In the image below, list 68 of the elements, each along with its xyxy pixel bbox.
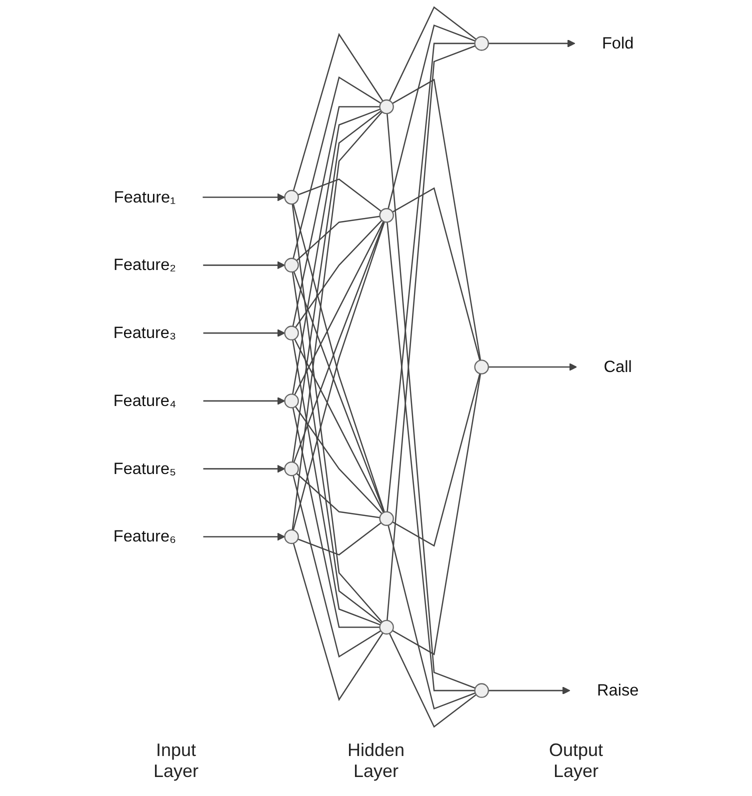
arrow: [488, 363, 577, 371]
connector: [388, 6, 477, 101]
connector: [294, 406, 382, 514]
layer-label: Output Layer: [548, 740, 604, 782]
node-circle: [284, 190, 299, 205]
connector: [294, 221, 384, 396]
connector: [392, 373, 480, 547]
connector: [292, 475, 382, 658]
connector: [294, 338, 384, 513]
connector: [386, 114, 476, 689]
connector: [292, 111, 383, 530]
arrow: [203, 329, 286, 338]
arrow: [202, 193, 286, 202]
connector: [386, 42, 475, 512]
node-text: Feature₄: [113, 391, 176, 410]
node-text: Feature₅: [113, 459, 176, 478]
node-circle: [379, 511, 394, 526]
connector: [392, 187, 480, 361]
connector: [293, 222, 385, 463]
arrow: [203, 261, 286, 270]
layer-label: Input Layer: [152, 740, 200, 782]
node-text: Feature₁: [114, 188, 176, 206]
connector: [292, 32, 384, 191]
connector: [294, 220, 382, 328]
node-text: Feature₆: [113, 527, 176, 546]
node-text: Feature₃: [113, 324, 176, 342]
connector: [292, 106, 380, 327]
connector: [292, 76, 382, 259]
connector: [386, 45, 476, 620]
connector: [392, 78, 482, 360]
connector: [293, 271, 385, 512]
node-circle: [379, 208, 394, 223]
arrow: [203, 464, 286, 473]
connector: [298, 178, 382, 212]
connector: [292, 272, 382, 624]
node-circle: [474, 683, 489, 698]
node-circle: [284, 394, 299, 408]
arrow: [488, 39, 576, 48]
node-text: Call: [604, 357, 632, 376]
node-text: Feature₂: [114, 256, 176, 274]
connector: [292, 407, 380, 628]
connector: [296, 216, 380, 262]
connector: [392, 374, 482, 656]
connector: [292, 543, 384, 702]
connector: [298, 522, 382, 556]
node-text: Fold: [602, 34, 634, 52]
connector: [388, 633, 477, 728]
connector: [292, 204, 383, 623]
node-circle: [474, 36, 489, 51]
connector: [388, 24, 476, 209]
connector: [388, 525, 476, 710]
node-circle: [474, 360, 489, 374]
connector: [292, 110, 382, 462]
arrow: [203, 532, 286, 541]
layer-label: Hidden Layer: [346, 740, 406, 782]
arrow: [203, 396, 286, 405]
arrow: [488, 686, 570, 695]
connector: [292, 340, 380, 626]
node-circle: [379, 99, 394, 114]
node-circle: [379, 620, 394, 635]
node-text: Raise: [596, 681, 639, 700]
node-circle: [284, 461, 299, 476]
connector: [296, 472, 380, 518]
connector: [292, 108, 380, 394]
node-circle: [284, 258, 299, 273]
node-circle: [284, 529, 299, 544]
connector: [386, 222, 475, 692]
node-circle: [284, 326, 299, 340]
